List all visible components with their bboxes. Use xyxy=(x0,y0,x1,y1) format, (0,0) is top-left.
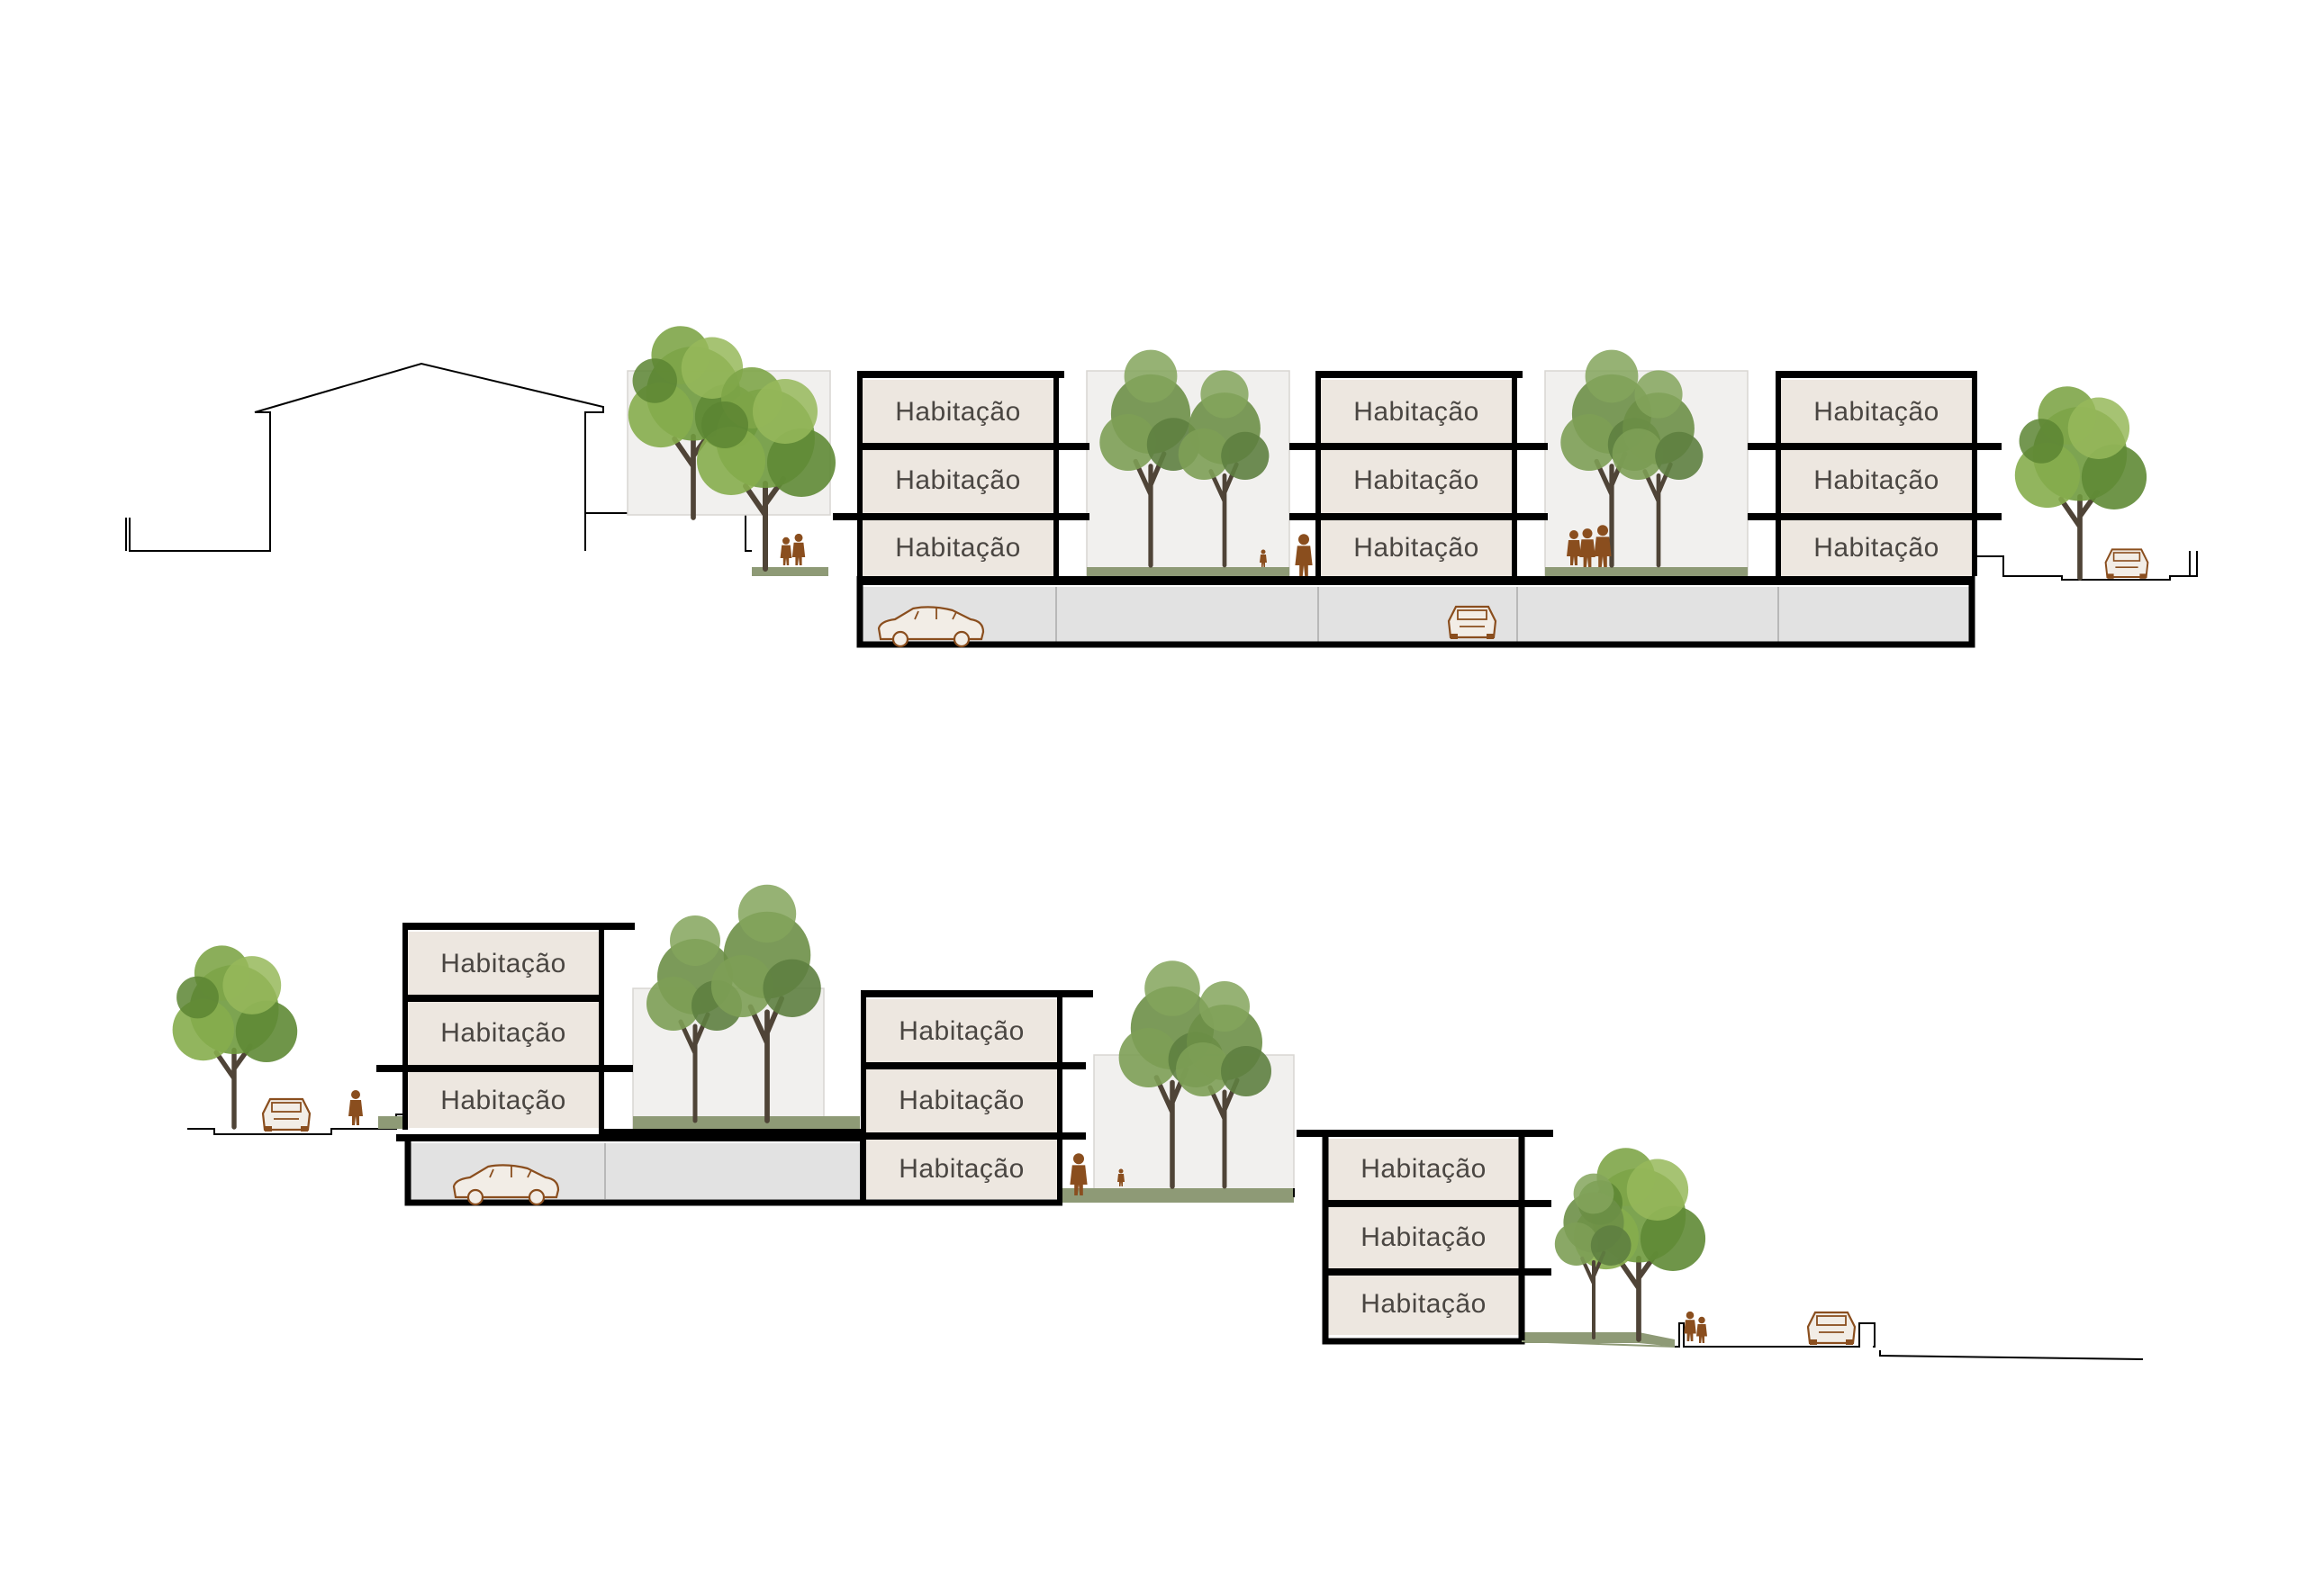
top-block-2: Habitação Habitação Habitação xyxy=(1289,371,1548,576)
section-bottom: Habitação Habitação Habitação Habitação … xyxy=(173,885,2144,1360)
room-label: Habitação xyxy=(1813,465,1939,495)
room-label: Habitação xyxy=(1353,533,1479,563)
room-label: Habitação xyxy=(440,949,566,978)
car-icon xyxy=(1806,1311,1857,1347)
street-east-bottom xyxy=(1293,1188,2144,1360)
grass-court-5 xyxy=(1062,1188,1294,1203)
car-icon xyxy=(2104,548,2149,580)
slab-step-1 xyxy=(599,1129,863,1134)
room-label: Habitação xyxy=(895,397,1021,427)
street-east-top xyxy=(1974,551,2198,581)
room-label: Habitação xyxy=(1360,1289,1487,1319)
ground-slope xyxy=(1521,1340,1676,1348)
room-label: Habitação xyxy=(440,1086,566,1115)
room-label: Habitação xyxy=(1353,465,1479,495)
slab-bottom-1 xyxy=(396,1134,864,1141)
top-block-3: Habitação Habitação Habitação xyxy=(1748,371,2002,576)
car-icon xyxy=(1447,605,1497,641)
room-label: Habitação xyxy=(1360,1222,1487,1252)
grass-bottom-west xyxy=(378,1116,405,1129)
grass-court-3 xyxy=(1545,567,1748,576)
garage-pillars xyxy=(1055,587,1779,643)
grass-top-west xyxy=(752,567,828,576)
room-label: Habitação xyxy=(899,1016,1025,1046)
room-label: Habitação xyxy=(1353,397,1479,427)
section-top: Habitação Habitação Habitação Habitação … xyxy=(125,326,2198,648)
grass-court-2 xyxy=(1087,567,1289,576)
grass-court-4 xyxy=(633,1116,860,1129)
room-label: Habitação xyxy=(895,465,1021,495)
room-label: Habitação xyxy=(440,1018,566,1048)
ground-slab-top xyxy=(857,576,1974,585)
car-icon xyxy=(261,1097,312,1133)
room-label: Habitação xyxy=(899,1154,1025,1184)
bottom-block-3: Habitação Habitação Habitação xyxy=(1297,1130,1553,1345)
top-block-1: Habitação Habitação Habitação xyxy=(833,371,1089,576)
garage-walls xyxy=(856,576,1975,648)
lower-block-walls xyxy=(1322,1137,1525,1345)
room-label: Habitação xyxy=(899,1086,1025,1115)
room-label: Habitação xyxy=(1813,397,1939,427)
room-label: Habitação xyxy=(1360,1154,1487,1184)
bottom-block-2: Habitação Habitação Habitação xyxy=(836,990,1093,1203)
room-label: Habitação xyxy=(1813,533,1939,563)
bottom-block-1: Habitação Habitação Habitação xyxy=(376,923,635,1134)
garage-walls-bottom xyxy=(404,1134,1062,1206)
underground-garage xyxy=(857,587,1974,643)
room-label: Habitação xyxy=(895,533,1021,563)
